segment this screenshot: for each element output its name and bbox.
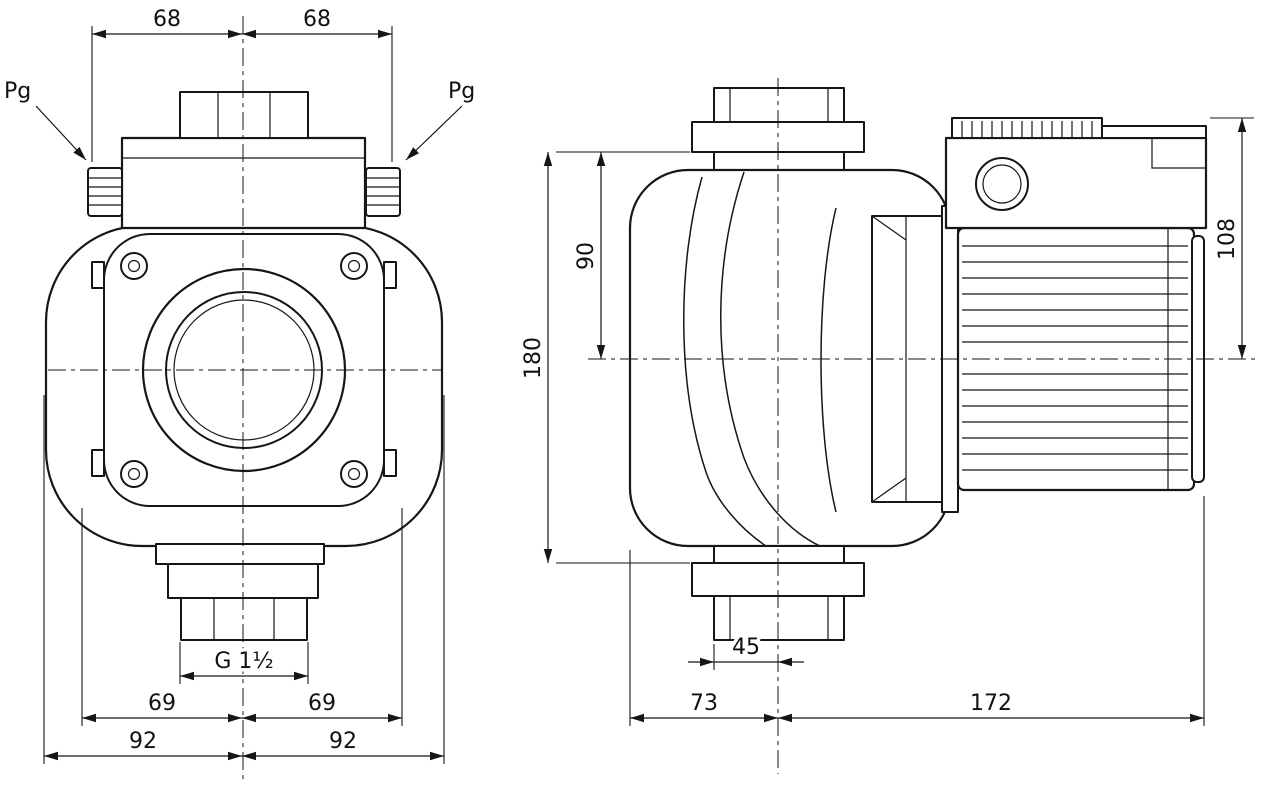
bottom-port-shoulder-side <box>713 545 845 564</box>
top-stub-flats <box>729 88 829 122</box>
bolt-hole <box>120 460 148 488</box>
bolt-hole-center <box>127 259 141 273</box>
thread-label: G 1½ <box>214 649 273 674</box>
dim-73: 73 <box>690 691 718 716</box>
pg-label-right: Pg <box>448 79 475 104</box>
bottom-thread-stub <box>180 597 308 641</box>
volute-contour <box>820 207 837 513</box>
flange-tab <box>91 261 105 289</box>
screw-plug-knurl <box>982 164 1022 204</box>
bolt-hole <box>340 460 368 488</box>
dim-108: 108 <box>1215 218 1240 260</box>
dim-92-right: 92 <box>329 729 357 754</box>
side-view <box>628 87 1208 641</box>
dimensions-side: 180 90 108 45 73 172 <box>518 117 1254 726</box>
cable-gland-left <box>87 167 123 217</box>
dim-45: 45 <box>732 635 760 660</box>
terminal-box-top <box>179 91 309 139</box>
pg-leader-right <box>405 105 463 161</box>
motor-adapter-facets <box>871 215 907 503</box>
dim-92-left: 92 <box>129 729 157 754</box>
dim-69-right: 69 <box>308 691 336 716</box>
pg-leader-left <box>35 105 87 161</box>
flange-tab <box>91 449 105 477</box>
bolt-hole <box>120 252 148 280</box>
bottom-stub-flats <box>213 598 275 640</box>
flange-tab <box>383 261 397 289</box>
volute-contour <box>683 176 767 547</box>
bottom-stub-flats-side <box>729 596 829 640</box>
terminal-box-vent-ribs <box>961 121 1093 138</box>
dim-90: 90 <box>574 242 599 270</box>
dim-68-left: 68 <box>153 7 181 32</box>
top-port-shoulder <box>713 151 845 171</box>
terminal-box-vents <box>951 117 1103 139</box>
dimensions-front: 68 68 Pg Pg G 1½ 69 69 92 92 <box>1 4 479 764</box>
dim-68-right: 68 <box>303 7 331 32</box>
bottom-port-shoulder <box>155 543 325 565</box>
volute-contour <box>720 171 821 547</box>
cable-gland-left-ribs <box>88 177 122 206</box>
motor-fins <box>962 245 1188 471</box>
extension-line <box>556 117 1254 726</box>
cable-gland-right-ribs <box>366 177 400 206</box>
pg-label-left: Pg <box>4 79 31 104</box>
extension-line <box>43 26 445 764</box>
terminal-box-top-ribs <box>217 92 271 138</box>
top-thread-stub <box>713 87 845 123</box>
flange-tab <box>383 449 397 477</box>
screw-plug-knob <box>975 157 1029 211</box>
dim-69-left: 69 <box>148 691 176 716</box>
bolt-hole-center <box>347 259 361 273</box>
bolt-hole-center <box>347 467 361 481</box>
terminal-box-detail <box>1151 138 1206 169</box>
dim-180: 180 <box>521 337 546 379</box>
bolt-hole <box>340 252 368 280</box>
bolt-hole-center <box>127 467 141 481</box>
cable-gland-right <box>365 167 401 217</box>
front-view <box>44 91 444 641</box>
dim-172: 172 <box>970 691 1012 716</box>
bottom-thread-stub-side <box>713 595 845 641</box>
terminal-box-cover-step <box>1101 125 1207 139</box>
